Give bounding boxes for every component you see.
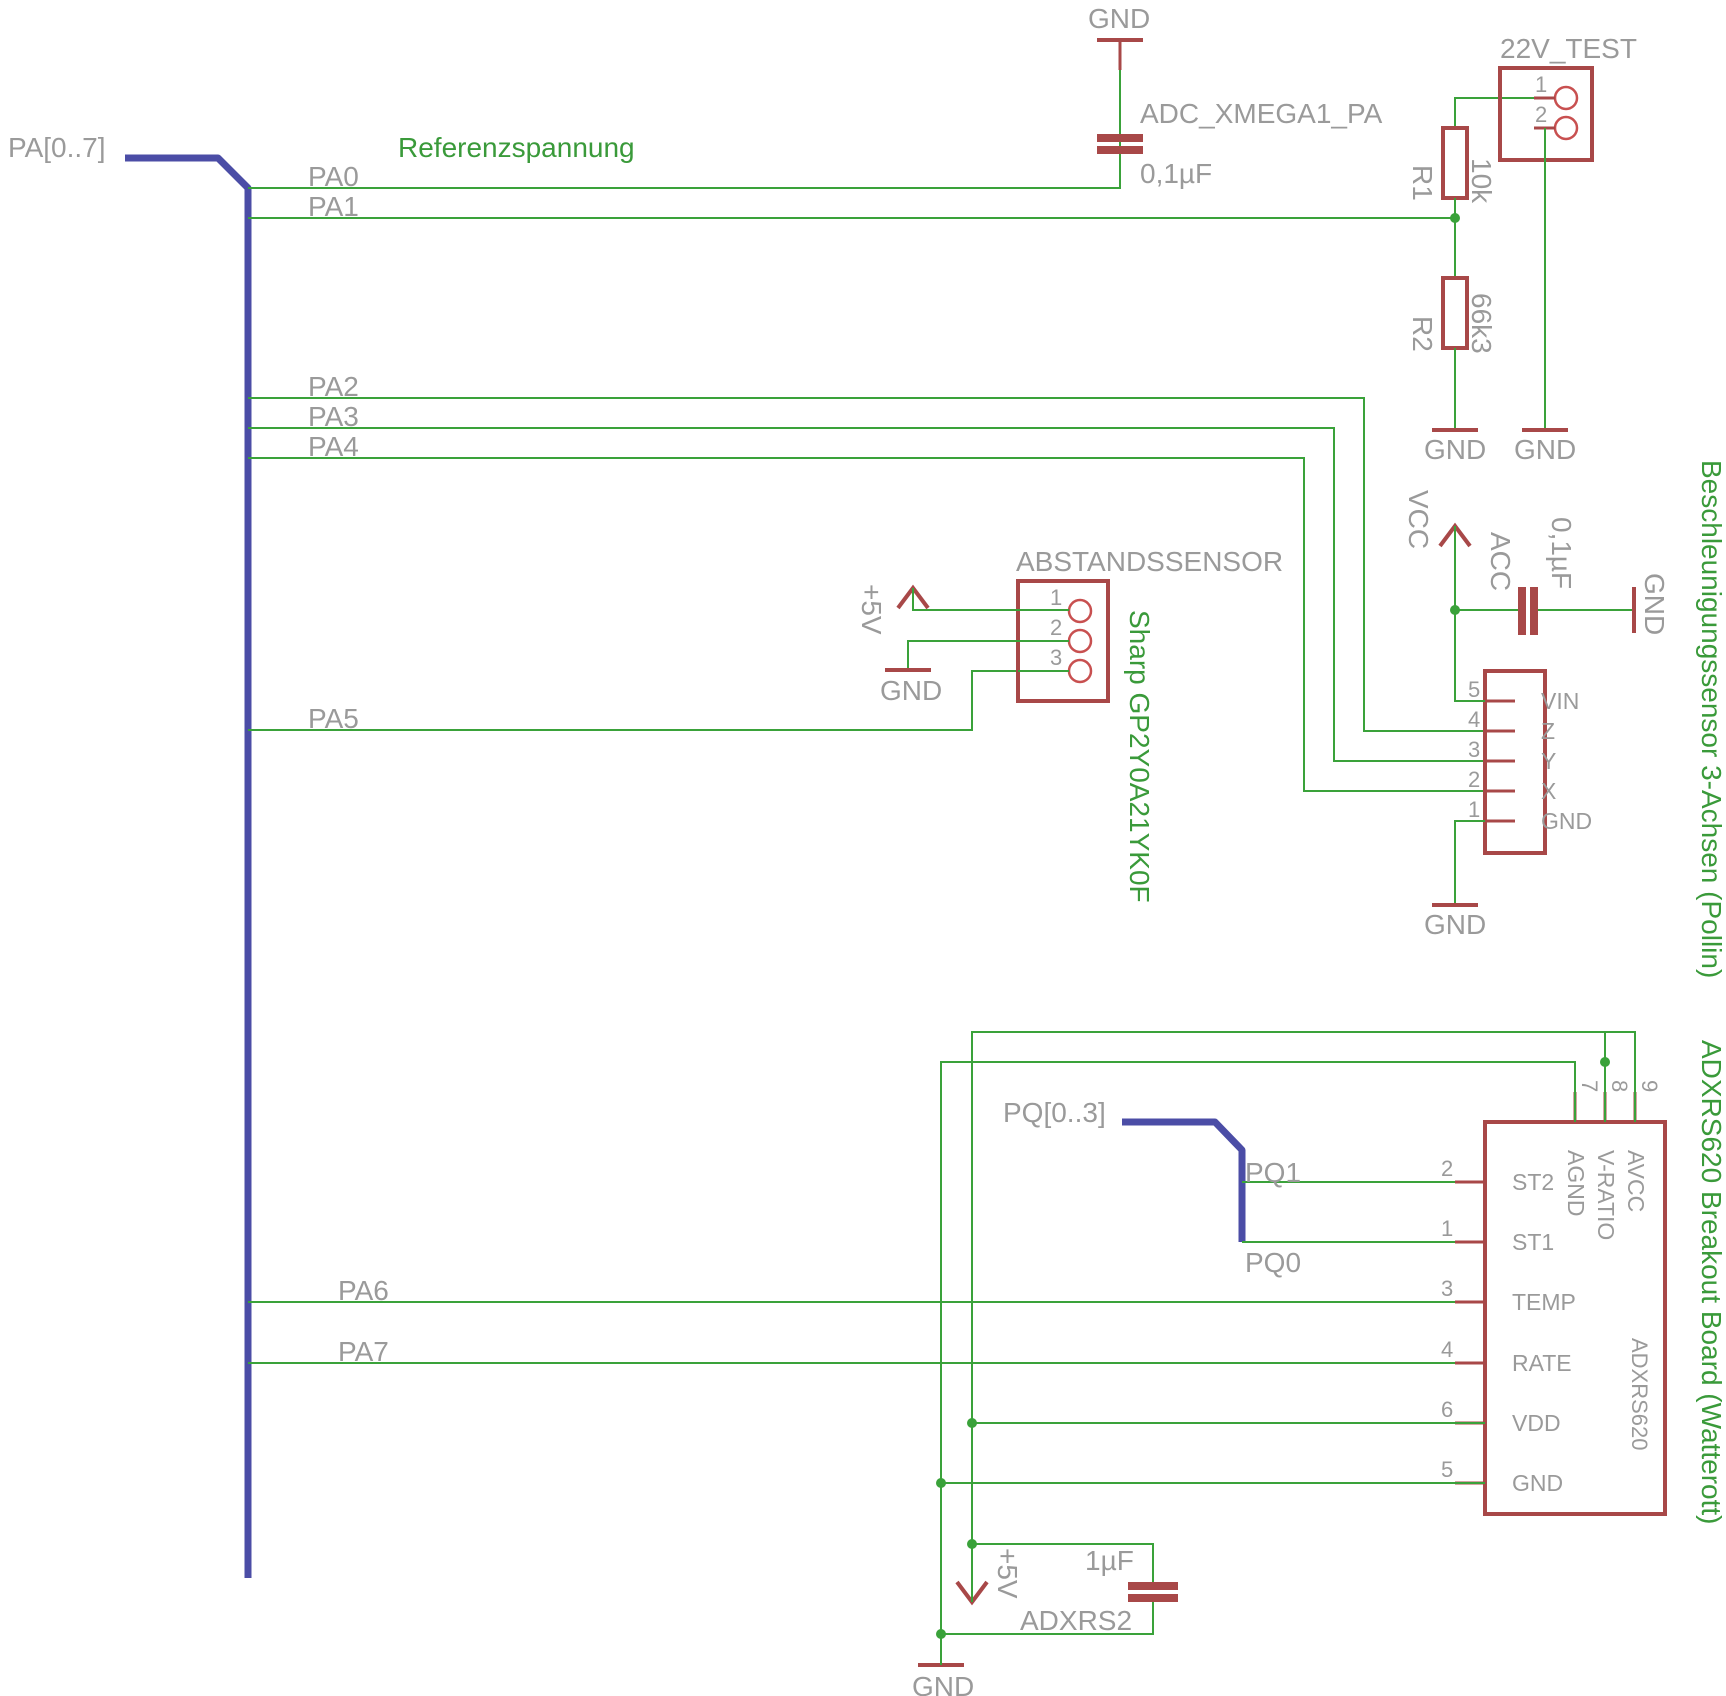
gyro-pin-st2: ST2 [1512, 1169, 1554, 1195]
acc-cap-value: 0,1µF [1546, 517, 1577, 589]
acc-pin5-num: 5 [1468, 677, 1480, 702]
abstand-gnd-label: GND [880, 675, 942, 706]
abstand-pin2: 2 [1050, 615, 1062, 640]
acc-pin-y: Y [1541, 748, 1556, 774]
referenz-label: Referenzspannung [398, 132, 635, 163]
pa-bus: PA[0..7] [8, 132, 252, 1578]
pa2-label: PA2 [308, 371, 359, 402]
gyro-5v-label: +5V [992, 1548, 1023, 1599]
adc-cap-name: ADC_XMEGA1_PA [1140, 98, 1383, 129]
pq1-label: PQ1 [1245, 1157, 1301, 1188]
gyro-pin6-num: 6 [1441, 1397, 1453, 1422]
adc-capacitor: GND ADC_XMEGA1_PA 0,1µF [1088, 3, 1383, 189]
accelerometer: VCC ACC 0,1µF GND GND 5 4 3 2 1 VIN Z Y … [1403, 460, 1726, 978]
gyro-pin7-num: 7 [1577, 1080, 1602, 1092]
gyro-pin3-num: 3 [1441, 1276, 1453, 1301]
gyro-pin-avcc: AVCC [1623, 1150, 1649, 1212]
acc-pin1-num: 1 [1468, 797, 1480, 822]
abstand-pin1: 1 [1050, 585, 1062, 610]
gyro-pin5-num: 5 [1441, 1457, 1453, 1482]
pa3-label: PA3 [308, 401, 359, 432]
acc-pin2-num: 2 [1468, 767, 1480, 792]
acc-pin-x: X [1541, 778, 1556, 804]
gyro-pin-rate: RATE [1512, 1350, 1572, 1376]
gyro-pin1-num: 1 [1441, 1216, 1453, 1241]
acc-pin3-num: 3 [1468, 737, 1480, 762]
pa-bus-label: PA[0..7] [8, 132, 106, 163]
gyro-pin-temp: TEMP [1512, 1289, 1576, 1315]
r2-name: R2 [1407, 316, 1438, 352]
accel-title: Beschleunigungssensor 3-Achsen (Pollin) [1696, 460, 1726, 978]
gyro-vdd-junction [967, 1418, 977, 1428]
r1-name: R1 [1407, 165, 1438, 201]
abstand-name: ABSTANDSSENSOR [1016, 546, 1283, 577]
gyro-gnd-label: GND [912, 1671, 974, 1696]
acc-vcc-label: VCC [1403, 490, 1434, 549]
pq-bus-label: PQ[0..3] [1003, 1097, 1106, 1128]
gyro-cap-name: ADXRS2 [1020, 1605, 1132, 1636]
gyro-part-name: ADXRS620 [1627, 1338, 1652, 1451]
pa0-label: PA0 [308, 161, 359, 192]
abstandssensor: ABSTANDSSENSOR 1 2 3 +5V GND Sharp GP2Y0… [856, 546, 1283, 903]
gyro-pin-st1: ST1 [1512, 1229, 1554, 1255]
pa5-label: PA5 [308, 703, 359, 734]
abstand-5v-label: +5V [856, 584, 887, 635]
r2-value: 66k3 [1466, 293, 1497, 354]
conn22v-name: 22V_TEST [1500, 33, 1637, 64]
acc-cap-name: ACC [1485, 532, 1516, 591]
gyro-gnd-junction [936, 1478, 946, 1488]
gyro-pin-vdd: VDD [1512, 1410, 1561, 1436]
voltage-divider: R1 10k R2 66k3 GND [1407, 97, 1552, 465]
acc-pin-vin: VIN [1541, 688, 1579, 714]
conn22v-pin2: 2 [1535, 102, 1547, 127]
adc-cap-gnd-label: GND [1088, 3, 1150, 34]
acc-pin4-num: 4 [1468, 707, 1480, 732]
pa-wires [248, 130, 1485, 1364]
adxrs620-board: +5V 1µF ADXRS2 GND 2 1 3 4 6 5 ST2 ST1 T… [912, 1031, 1726, 1696]
abstand-title: Sharp GP2Y0A21YK0F [1124, 610, 1155, 903]
gyro-pin-vratio: V-RATIO [1593, 1150, 1619, 1240]
r2-gnd-label: GND [1424, 434, 1486, 465]
acc-pin-gnd: GND [1541, 808, 1592, 834]
divider-junction [1450, 213, 1460, 223]
gyro-cap-value: 1µF [1085, 1545, 1134, 1576]
pa7-label: PA7 [338, 1336, 389, 1367]
gyro-title: ADXRS620 Breakout Board (Watterott) [1696, 1040, 1726, 1525]
gyro-pin4-num: 4 [1441, 1337, 1453, 1362]
pq-bus: PQ[0..3] PQ1 PQ0 [1003, 1097, 1485, 1278]
pq0-label: PQ0 [1245, 1247, 1301, 1278]
gyro-pin-agnd: AGND [1563, 1150, 1589, 1216]
adc-cap-value: 0,1µF [1140, 158, 1212, 189]
conn22v-pin1: 1 [1535, 72, 1547, 97]
gyro-pin9-num: 9 [1637, 1080, 1662, 1092]
acc-cap-gnd-label: GND [1639, 573, 1670, 635]
acc-gnd-label: GND [1424, 909, 1486, 940]
pa6-label: PA6 [338, 1275, 389, 1306]
gyro-pin8-num: 8 [1607, 1080, 1632, 1092]
connector-22v-test: 22V_TEST 1 2 GND [1498, 33, 1637, 465]
pa1-label: PA1 [308, 191, 359, 222]
gyro-pin-gnd: GND [1512, 1470, 1563, 1496]
gyro-vratio-junction [1600, 1057, 1610, 1067]
abstand-pin3: 3 [1050, 645, 1062, 670]
pa4-label: PA4 [308, 431, 359, 462]
acc-pin-z: Z [1541, 718, 1555, 744]
conn22v-gnd-label: GND [1514, 434, 1576, 465]
gyro-pin2-num: 2 [1441, 1156, 1453, 1181]
r1-value: 10k [1466, 158, 1497, 204]
